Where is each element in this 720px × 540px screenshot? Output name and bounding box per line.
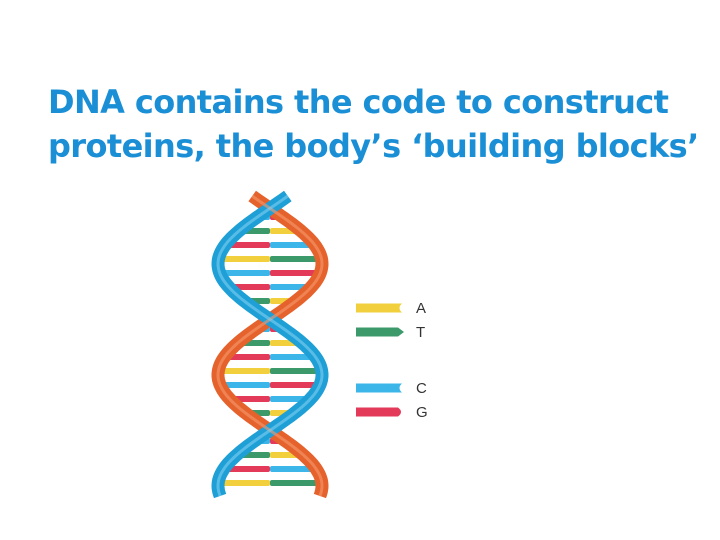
base-pair-half [219,270,270,276]
base-pair-half [220,382,270,388]
base-legend: AT CG [356,300,428,421]
legend-swatch [356,303,402,313]
legend-swatch [356,383,402,393]
strand-blue-highlight [216,194,324,497]
legend-item-c: C [356,380,427,397]
base-pair-half [218,256,270,262]
legend-label: A [416,300,426,317]
legend-item-t: T [356,324,425,341]
title-line-2: proteins, the body’s ‘building blocks’ [48,127,699,165]
base-pair-half [270,382,320,388]
base-pair-half [223,466,270,472]
base-pair-half [270,354,316,360]
base-pair-half [225,242,270,248]
legend-swatch [356,327,404,337]
base-pair-half [270,480,322,486]
base-pair-half [224,354,270,360]
base-pair-half [270,256,322,262]
base-pair-half [270,368,322,374]
title-line-1: DNA contains the code to construct [48,83,669,121]
legend-label: G [416,404,428,421]
slide-title: DNA contains the code to construct prote… [48,80,708,168]
base-pair-half [270,242,315,248]
legend-swatch [356,407,401,417]
base-pair-half [218,368,270,374]
base-pair-half [218,480,270,486]
legend-item-a: A [356,300,426,317]
helix-backbones [211,190,329,499]
base-pair-half [270,270,321,276]
legend-label: T [416,324,425,341]
base-pair-half [270,466,317,472]
strand-orange-highlight [216,194,324,497]
legend-label: C [416,380,427,397]
legend-item-g: G [356,404,428,421]
